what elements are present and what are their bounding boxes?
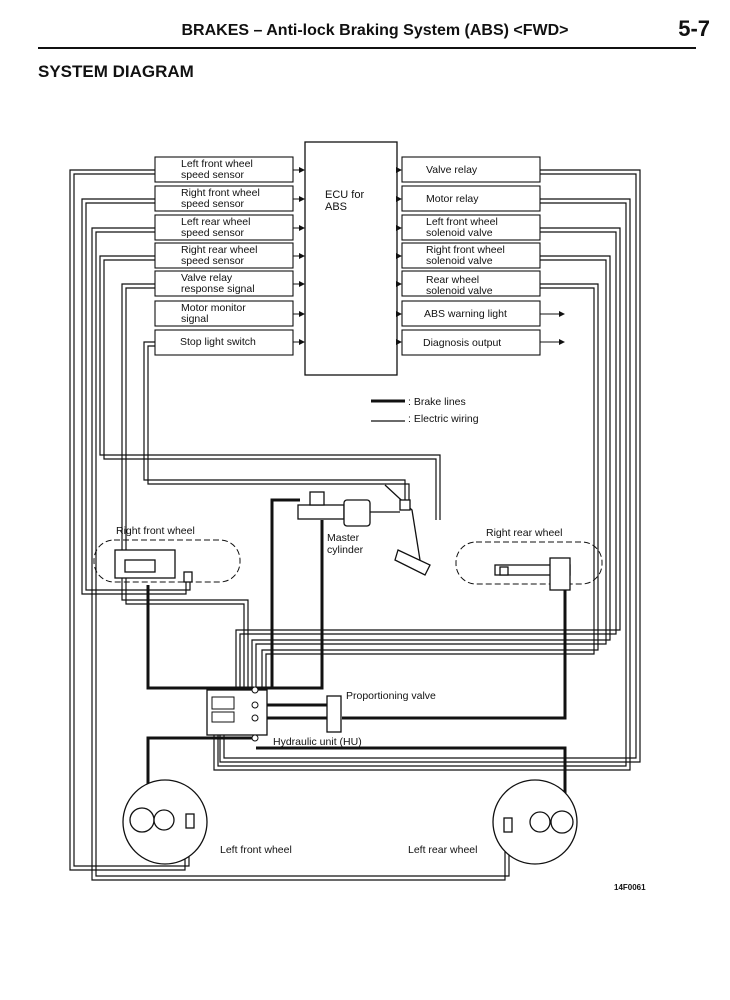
master-cylinder-label-2: cylinder [327, 544, 364, 556]
figure-code: 14F0061 [614, 883, 646, 892]
output-label-6: ABS warning light [424, 308, 507, 320]
input-label-4b: speed sensor [181, 255, 245, 267]
hu-relay [211, 711, 235, 723]
input-label-1b: speed sensor [181, 169, 245, 181]
output-label-5a: Rear wheel [426, 274, 479, 286]
brake-pedal [384, 484, 431, 576]
left-rear-wheel-label: Left rear wheel [408, 844, 477, 856]
input-label-6a: Motor monitor [181, 302, 246, 314]
output-box [401, 214, 541, 241]
section-title: SYSTEM DIAGRAM [38, 62, 194, 81]
input-label-3b: speed sensor [181, 227, 245, 239]
brake-lines [146, 498, 567, 800]
right-front-wheel-area [93, 539, 241, 583]
left-rear-disc [492, 779, 578, 865]
output-label-5b: solenoid valve [426, 285, 493, 297]
output-label-4b: solenoid valve [426, 255, 493, 267]
output-label-7: Diagnosis output [423, 337, 501, 349]
right-rear-caliper [494, 557, 571, 591]
input-label-5a: Valve relay [181, 272, 233, 284]
hydraulic-unit-label: Hydraulic unit (HU) [273, 736, 362, 748]
input-box [154, 270, 294, 297]
input-label-3a: Left rear wheel [181, 216, 250, 228]
header-rule [38, 47, 696, 49]
hu-motor [211, 696, 235, 710]
ecu-label-1: ECU for [325, 189, 364, 201]
ecu-label-2: ABS [325, 201, 347, 213]
header-title: BRAKES – Anti-lock Braking System (ABS) … [181, 22, 569, 39]
left-front-wheel-label: Left front wheel [220, 844, 292, 856]
input-label-5b: response signal [181, 283, 255, 295]
input-label-7a: Stop light switch [180, 336, 256, 348]
output-label-1: Valve relay [426, 164, 478, 176]
input-box [154, 185, 294, 212]
right-front-wheel-label: Right front wheel [116, 525, 195, 537]
master-cylinder-label-1: Master [327, 532, 360, 544]
ecu-box [304, 141, 398, 376]
input-label-4a: Right rear wheel [181, 244, 257, 256]
proportioning-valve [326, 695, 342, 733]
proportioning-valve-label: Proportioning valve [346, 690, 436, 702]
input-box [154, 214, 294, 241]
input-box [154, 329, 294, 356]
input-label-6b: signal [181, 313, 208, 325]
output-label-4a: Right front wheel [426, 244, 505, 256]
output-label-3b: solenoid valve [426, 227, 493, 239]
electric-wiring [69, 169, 641, 881]
left-front-disc [122, 779, 208, 865]
output-box [401, 270, 541, 297]
output-box [401, 185, 541, 212]
output-box [401, 242, 541, 269]
master-cylinder [297, 491, 400, 527]
right-rear-wheel-label: Right rear wheel [486, 527, 562, 539]
output-label-3a: Left front wheel [426, 216, 498, 228]
input-label-1a: Left front wheel [181, 158, 253, 170]
legend-electric-label: : Electric wiring [408, 413, 479, 425]
legend-brake-label: : Brake lines [408, 396, 466, 408]
right-rear-wheel-area [455, 541, 603, 585]
input-label-2a: Right front wheel [181, 187, 260, 199]
input-label-2b: speed sensor [181, 198, 245, 210]
right-front-caliper [114, 549, 193, 583]
output-label-2: Motor relay [426, 193, 479, 205]
page-number: 5-7 [678, 16, 710, 41]
input-box [154, 300, 294, 327]
